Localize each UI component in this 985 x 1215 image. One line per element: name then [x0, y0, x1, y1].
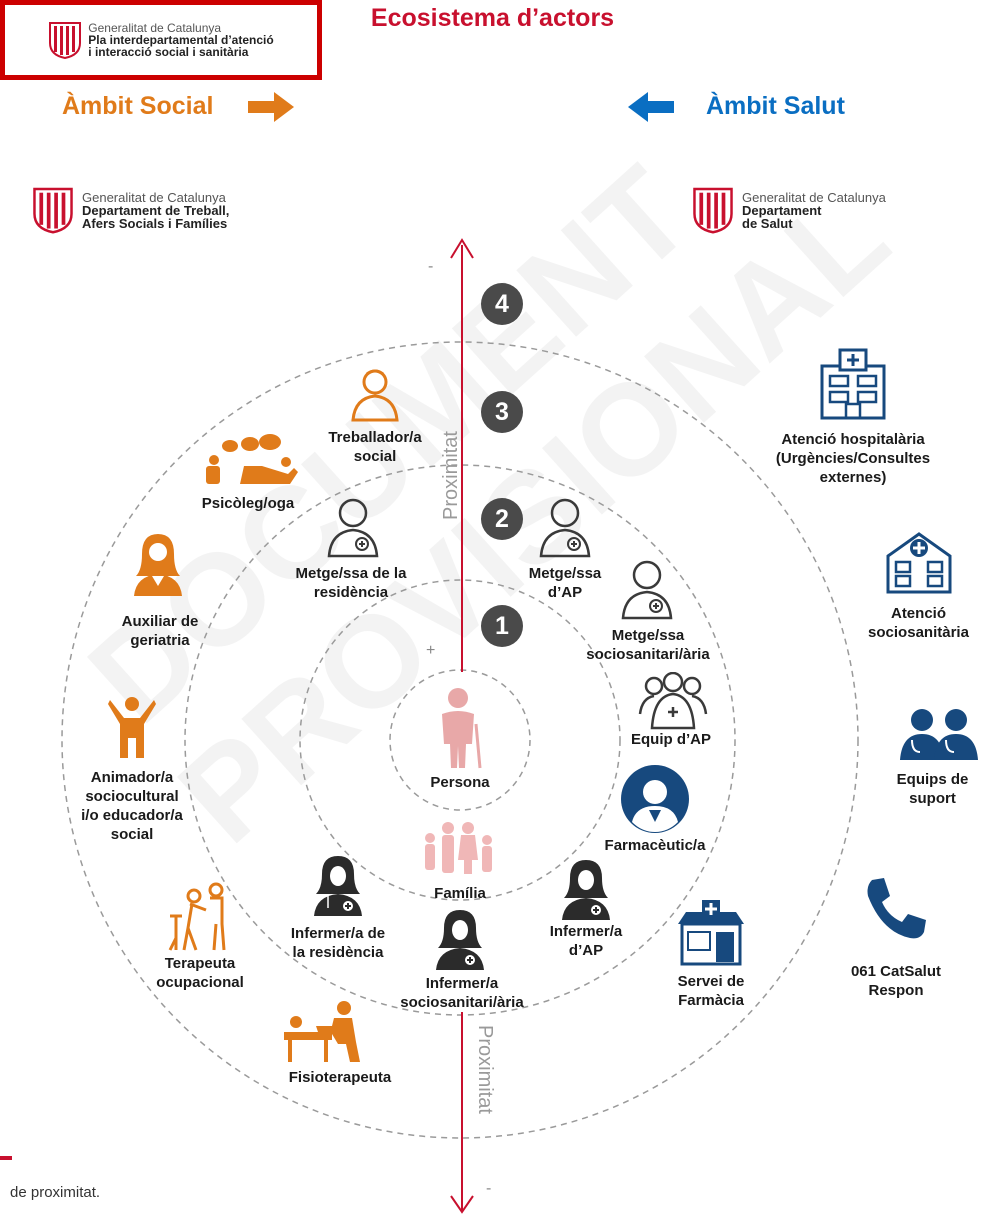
- support-team-icon: [900, 709, 978, 760]
- ring-2: [299, 579, 621, 901]
- animator-icon: [108, 697, 156, 758]
- nurse-icon: [562, 860, 610, 920]
- label-fisio: Fisioterapeuta: [288, 1069, 392, 1086]
- axis-minus-top: -: [428, 258, 434, 275]
- plan-logo-line3: i interacció social i sanitària: [88, 45, 249, 59]
- ambit-salut-label: Àmbit Salut: [706, 92, 845, 120]
- nurse-icon: [436, 910, 484, 970]
- ring-3: [184, 464, 736, 1016]
- occupational-therapist-icon: [168, 882, 226, 951]
- dept-social-line1: Generalitat de Catalunya: [82, 189, 226, 205]
- arrow-right-icon: [248, 92, 294, 122]
- label-atencio-hospitalaria: Atenció hospitalària(Urgències/Consultes…: [775, 431, 931, 486]
- generalitat-logo-icon: [49, 22, 82, 59]
- pharmacy-icon: [678, 900, 744, 966]
- persona-label: Persona: [430, 774, 490, 791]
- physiotherapist-icon: [284, 1001, 360, 1062]
- plan-logo-box: Generalitat de Catalunya Pla interdepart…: [0, 0, 322, 80]
- ambit-social-label: Àmbit Social: [62, 92, 214, 120]
- footer-caption: de proximitat.: [10, 1184, 101, 1201]
- label-farmaceutic: Farmacèutic/a: [604, 837, 706, 854]
- nurse-icon: [314, 856, 362, 916]
- pharmacist-icon: [621, 765, 689, 833]
- plan-logo-line2: Pla interdepartamental d’atenció: [88, 33, 274, 47]
- generalitat-logo-icon: [693, 187, 733, 234]
- family-icon: [425, 822, 492, 874]
- plan-logo-line1: Generalitat de Catalunya: [88, 21, 222, 35]
- axis-minus-bottom: -: [486, 1180, 492, 1197]
- doctor-icon: [621, 560, 673, 620]
- label-psicoleg: Psicòleg/oga: [201, 495, 295, 512]
- geriatric-assistant-icon: [134, 534, 182, 596]
- social-health-center-icon: [886, 532, 952, 594]
- familia-label: Família: [434, 885, 486, 902]
- dept-salut-line1: Generalitat de Catalunya: [742, 189, 886, 205]
- social-worker-icon: [351, 369, 399, 422]
- diagram-title: Ecosistema d’actors: [370, 4, 615, 32]
- dept-salut-logo: Generalitat de Catalunya Departament de …: [692, 186, 886, 234]
- psychologist-icon: [206, 434, 298, 484]
- doctor-icon: [327, 498, 379, 558]
- proximity-label-down: Proximitat: [474, 1025, 496, 1114]
- arrow-left-icon: [628, 92, 674, 122]
- axis-up-arrowhead: [450, 238, 474, 259]
- level-badge-1: 1: [481, 605, 523, 647]
- ring-1: [389, 669, 531, 811]
- proximity-label-up: Proximitat: [440, 431, 462, 520]
- phone-icon: [867, 878, 926, 939]
- team-icon: [638, 672, 708, 730]
- dept-salut-line2: Departament: [742, 202, 822, 218]
- dept-salut-line3: de Salut: [742, 215, 793, 231]
- generalitat-logo-icon: [33, 187, 73, 234]
- ring-4: [61, 341, 859, 1139]
- level-badge-3: 3: [481, 391, 523, 433]
- doctor-icon: [539, 498, 591, 558]
- level-badge-2: 2: [481, 498, 523, 540]
- dept-social-line3: Afers Socials i Famílies: [82, 215, 228, 231]
- label-equip-ap: Equip d’AP: [631, 731, 711, 748]
- person-icon: [442, 688, 482, 769]
- axis-plus: +: [426, 642, 436, 659]
- level-badge-4: 4: [481, 283, 523, 325]
- hospital-icon: [820, 348, 886, 420]
- dept-social-line2: Departament de Treball,: [82, 202, 230, 218]
- dept-social-logo: Generalitat de Catalunya Departament de …: [32, 186, 229, 234]
- axis-down-arrowhead: [450, 1195, 474, 1214]
